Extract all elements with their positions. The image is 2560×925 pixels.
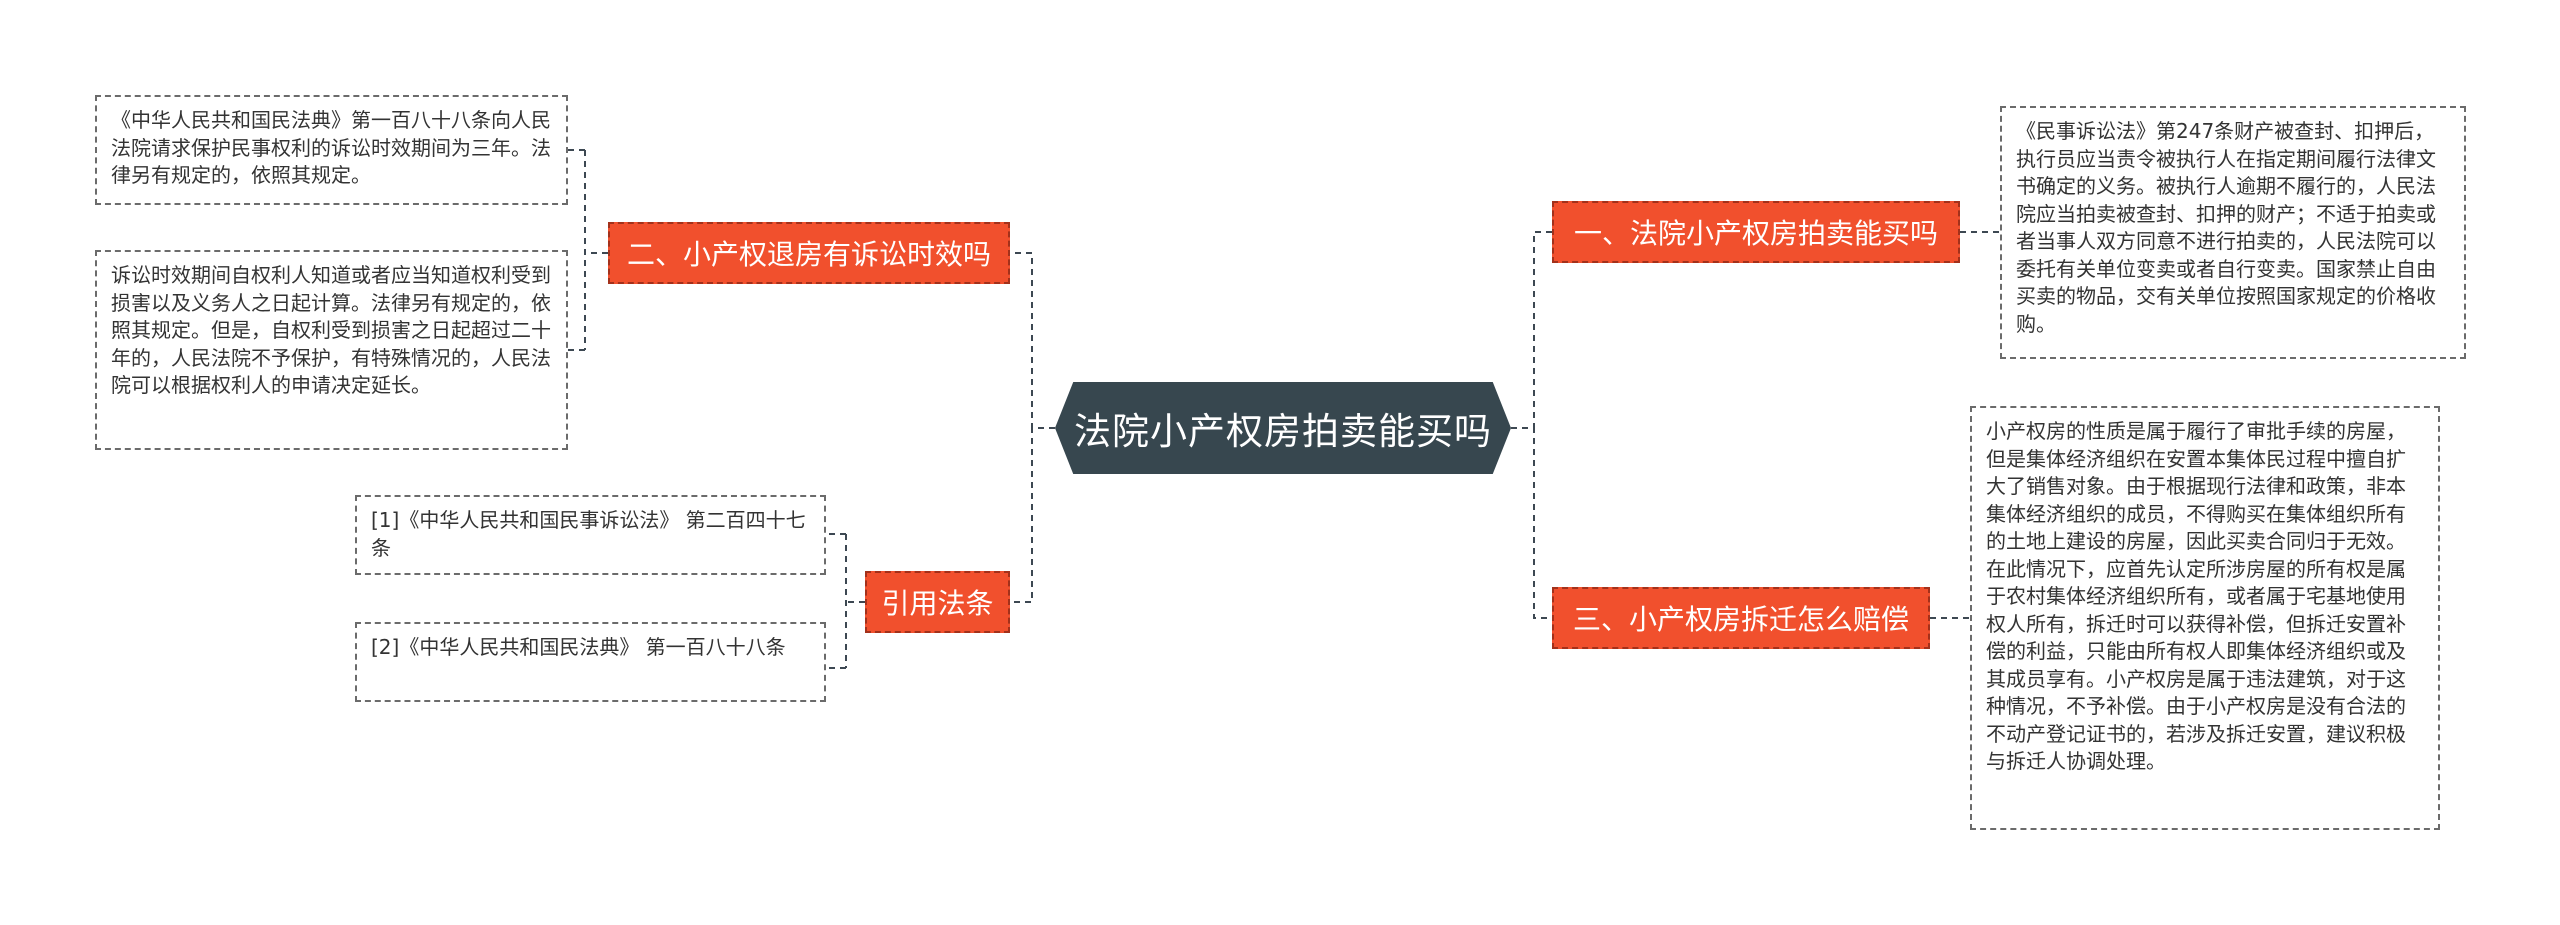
connector-central-branch-3	[1511, 427, 1552, 619]
leaf-civil-procedure-247: 《民事诉讼法》第247条财产被查封、扣押后，执行员应当责令被执行人在指定期间履行…	[2000, 106, 2466, 359]
connector-branch-2-leaves	[568, 149, 608, 351]
leaf-limitation-period-start-text: 诉讼时效期间自权利人知道或者应当知道权利受到损害以及义务人之日起计算。法律另有规…	[111, 263, 551, 397]
branch-court-auction-label: 一、法院小产权房拍卖能买吗	[1573, 217, 1938, 250]
branch-cited-laws[interactable]: 引用法条	[865, 571, 1010, 633]
connector-branch-4-leaves	[826, 533, 865, 669]
connector-central-branch-4	[1010, 427, 1055, 603]
branch-demolition-compensation-label: 三、小产权房拆迁怎么赔偿	[1572, 603, 1909, 636]
leaf-citation-2: [2]《中华人民共和国民法典》 第一百八十八条	[355, 622, 826, 702]
branch-demolition-compensation[interactable]: 三、小产权房拆迁怎么赔偿	[1552, 587, 1930, 649]
branch-statute-of-limitations-label: 二、小产权退房有诉讼时效吗	[626, 238, 991, 271]
central-topic[interactable]: 法院小产权房拍卖能买吗	[1055, 382, 1511, 474]
branch-cited-laws-label: 引用法条	[881, 587, 994, 620]
leaf-civil-procedure-247-text: 《民事诉讼法》第247条财产被查封、扣押后，执行员应当责令被执行人在指定期间履行…	[2016, 119, 2436, 336]
leaf-civil-code-188: 《中华人民共和国民法典》第一百八十八条向人民法院请求保护民事权利的诉讼时效期间为…	[95, 95, 568, 205]
leaf-citation-1-text: [1]《中华人民共和国民事诉讼法》 第二百四十七条	[371, 508, 806, 560]
central-topic-label: 法院小产权房拍卖能买吗	[1074, 410, 1492, 453]
leaf-citation-2-text: [2]《中华人民共和国民法典》 第一百八十八条	[371, 635, 786, 659]
leaf-demolition-explanation-text: 小产权房的性质是属于履行了审批手续的房屋，但是集体经济组织在安置本集体民过程中擅…	[1986, 419, 2406, 773]
leaf-citation-1: [1]《中华人民共和国民事诉讼法》 第二百四十七条	[355, 495, 826, 575]
branch-statute-of-limitations[interactable]: 二、小产权退房有诉讼时效吗	[608, 222, 1010, 284]
leaf-civil-code-188-text: 《中华人民共和国民法典》第一百八十八条向人民法院请求保护民事权利的诉讼时效期间为…	[111, 108, 551, 187]
leaf-limitation-period-start: 诉讼时效期间自权利人知道或者应当知道权利受到损害以及义务人之日起计算。法律另有规…	[95, 250, 568, 450]
branch-court-auction[interactable]: 一、法院小产权房拍卖能买吗	[1552, 201, 1960, 263]
leaf-demolition-explanation: 小产权房的性质是属于履行了审批手续的房屋，但是集体经济组织在安置本集体民过程中擅…	[1970, 406, 2440, 830]
connector-central-branch-2	[1010, 252, 1055, 429]
connector-central-branch-1	[1511, 231, 1552, 429]
